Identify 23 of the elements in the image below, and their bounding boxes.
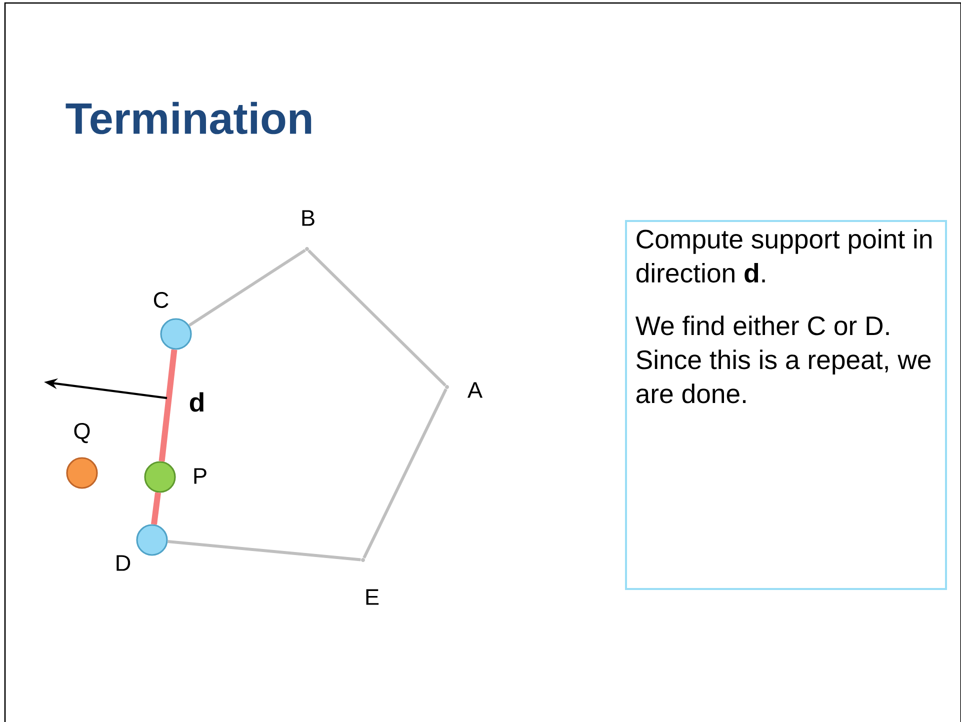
point-marker	[66, 457, 98, 489]
vertex-label: D	[116, 555, 130, 571]
point-marker	[160, 318, 192, 350]
text-box: Compute support point in direction d. We find either C or D. Since this is a repeat, we are done.	[625, 220, 947, 590]
polygon-vertex	[361, 558, 365, 562]
polygon-edge	[308, 250, 446, 386]
vertex-label: B	[302, 210, 314, 226]
direction-label: d	[190, 392, 204, 412]
polygon-edge	[362, 388, 448, 559]
vertex-label: Q	[74, 422, 90, 444]
vertex-label: C	[154, 292, 168, 308]
point-marker	[144, 461, 176, 493]
vertex-label: E	[366, 589, 379, 605]
title: Termination	[66, 102, 312, 134]
polygon-edge	[188, 248, 306, 327]
polygon-edge	[168, 540, 361, 562]
segment-line	[151, 492, 161, 525]
polygon-vertex	[445, 385, 449, 389]
vertex-label: A	[467, 382, 483, 398]
point-marker	[136, 524, 168, 556]
vertex-label: P	[194, 468, 206, 484]
polygon-vertex	[305, 247, 309, 251]
segment-line	[158, 349, 178, 462]
